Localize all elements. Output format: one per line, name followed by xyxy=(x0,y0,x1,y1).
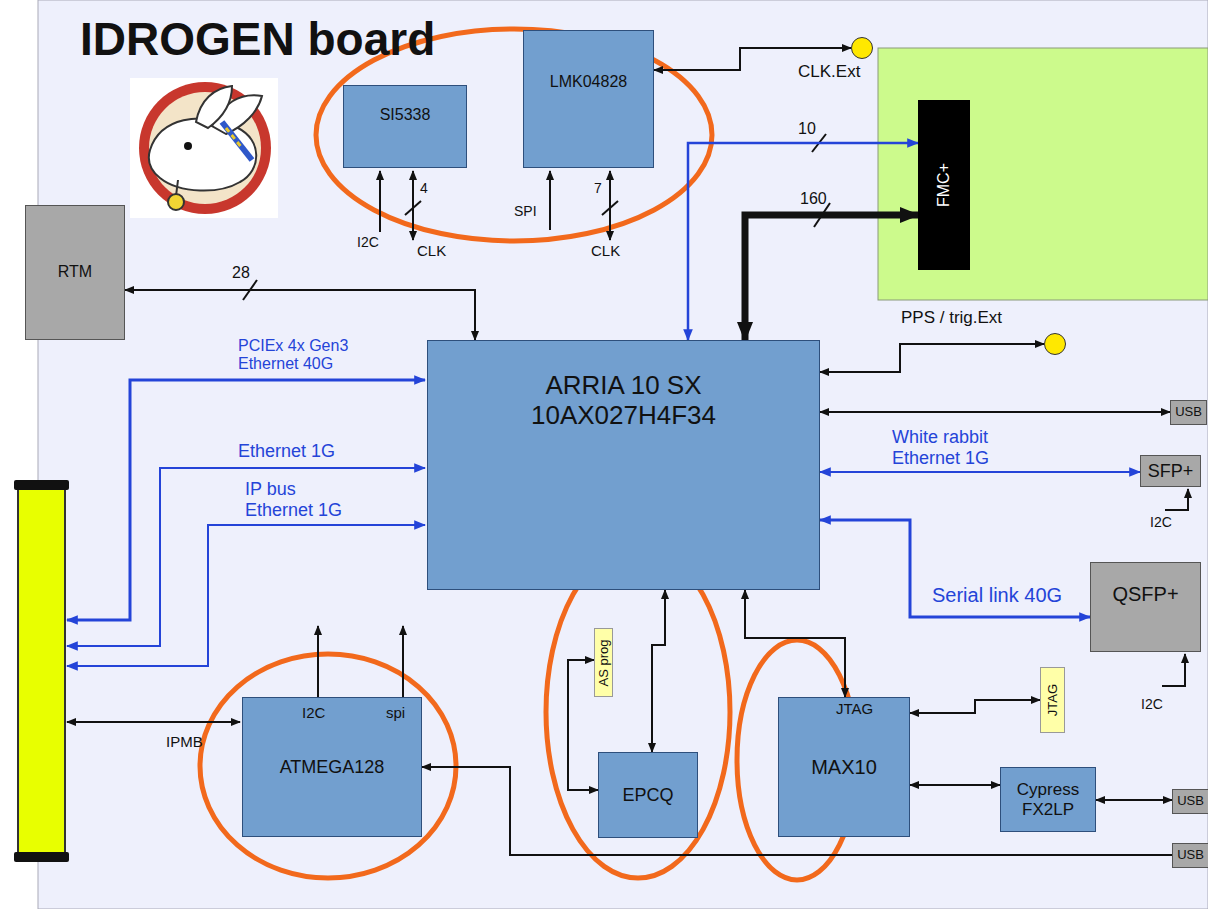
sfp-port: SFP+ xyxy=(1140,455,1201,487)
signal-connector xyxy=(652,590,665,752)
signal-connector xyxy=(910,700,1040,713)
signal-name: IPMB xyxy=(166,733,203,750)
signal-connector xyxy=(745,590,845,697)
fmc-connector: FMC+ xyxy=(918,100,970,270)
part-name: FMC+ xyxy=(935,163,953,207)
signal-name: SPI xyxy=(514,203,537,219)
part-name: JTAG xyxy=(1045,684,1060,716)
serial-link xyxy=(688,143,918,340)
chip-box: EPCQ xyxy=(598,752,698,838)
signal-wires xyxy=(67,134,1188,722)
connector-circle: PPS / trig.Ext xyxy=(1044,333,1066,355)
part-name: MAX10 xyxy=(811,756,877,779)
part-name: EPCQ xyxy=(622,785,673,806)
pin-name: I2C xyxy=(302,704,325,721)
part-name: ARRIA 10 SX 10AX027H4F34 xyxy=(509,371,739,431)
highlight-ellipses xyxy=(200,29,857,880)
connector-circle: CLK.Ext xyxy=(851,37,873,59)
serial-link xyxy=(820,520,1090,617)
signal-name: CLK xyxy=(591,242,620,259)
signal-connector xyxy=(125,290,475,340)
board-panel xyxy=(38,0,1208,909)
link-label: Ethernet 1G xyxy=(238,441,335,462)
pin-name: spi xyxy=(386,704,405,721)
backplane-connector xyxy=(14,480,69,862)
edge-label: White rabbit Ethernet 1G xyxy=(892,427,1032,468)
part-name: SI5338 xyxy=(380,106,431,124)
chip-box: SI5338 xyxy=(343,85,467,168)
connector-label: CLK.Ext xyxy=(798,62,860,82)
link-label: IP bus Ethernet 1G xyxy=(245,479,367,520)
signal-connector xyxy=(820,411,1170,413)
header-box: AS prog xyxy=(594,628,613,697)
part-name: RTM xyxy=(58,263,92,281)
edge-label: Serial link 40G xyxy=(932,584,1062,607)
backplane-links xyxy=(67,380,425,666)
part-name: LMK04828 xyxy=(550,73,627,91)
link-label: PCIEx 4x Gen3 Ethernet 40G xyxy=(238,337,383,374)
part-name: USB xyxy=(1177,794,1204,809)
signal-name: I2C xyxy=(1150,514,1172,530)
usb-port: USB xyxy=(1172,789,1208,814)
part-name: USB xyxy=(1175,405,1202,420)
edge-label: 28 xyxy=(232,264,250,282)
fmc-card xyxy=(878,48,1208,300)
signal-name: CLK xyxy=(417,242,446,259)
signal-connector xyxy=(820,344,1044,372)
bus-width: 7 xyxy=(594,180,602,196)
header-box: JTAG xyxy=(1040,667,1065,733)
chip-box: MAX10 xyxy=(778,697,910,837)
usb-port: USB xyxy=(1170,400,1207,425)
part-name: USB xyxy=(1177,848,1204,863)
rtm-box: RTM xyxy=(25,205,125,340)
bus-width: 4 xyxy=(420,180,428,196)
signal-name: I2C xyxy=(357,234,379,250)
pin-name: JTAG xyxy=(836,700,873,717)
part-name: AS prog xyxy=(596,639,611,686)
connector-label: PPS / trig.Ext xyxy=(901,308,1002,328)
chip-box: Cypress FX2LP xyxy=(1000,767,1096,832)
serial-link xyxy=(820,471,1140,473)
signal-connector xyxy=(1096,799,1172,801)
usb-port: USB xyxy=(1172,843,1208,868)
signal-name: I2C xyxy=(1141,696,1163,712)
signal-connector xyxy=(745,215,918,340)
edge-label: 10 xyxy=(798,120,816,138)
chip-box: LMK04828 xyxy=(523,30,654,168)
part-name: QSFP+ xyxy=(1112,583,1178,606)
part-name: Cypress FX2LP xyxy=(1005,780,1091,819)
signal-connector xyxy=(910,784,1000,786)
edge-label: 160 xyxy=(800,190,827,208)
part-name: ATMEGA128 xyxy=(280,757,385,778)
white-rabbit-logo xyxy=(130,78,278,218)
board-title: IDROGEN board xyxy=(80,12,435,66)
part-name: SFP+ xyxy=(1148,461,1194,482)
fpga-box: ARRIA 10 SX 10AX027H4F34 xyxy=(427,340,820,590)
qsfp-port: QSFP+ xyxy=(1090,562,1201,652)
